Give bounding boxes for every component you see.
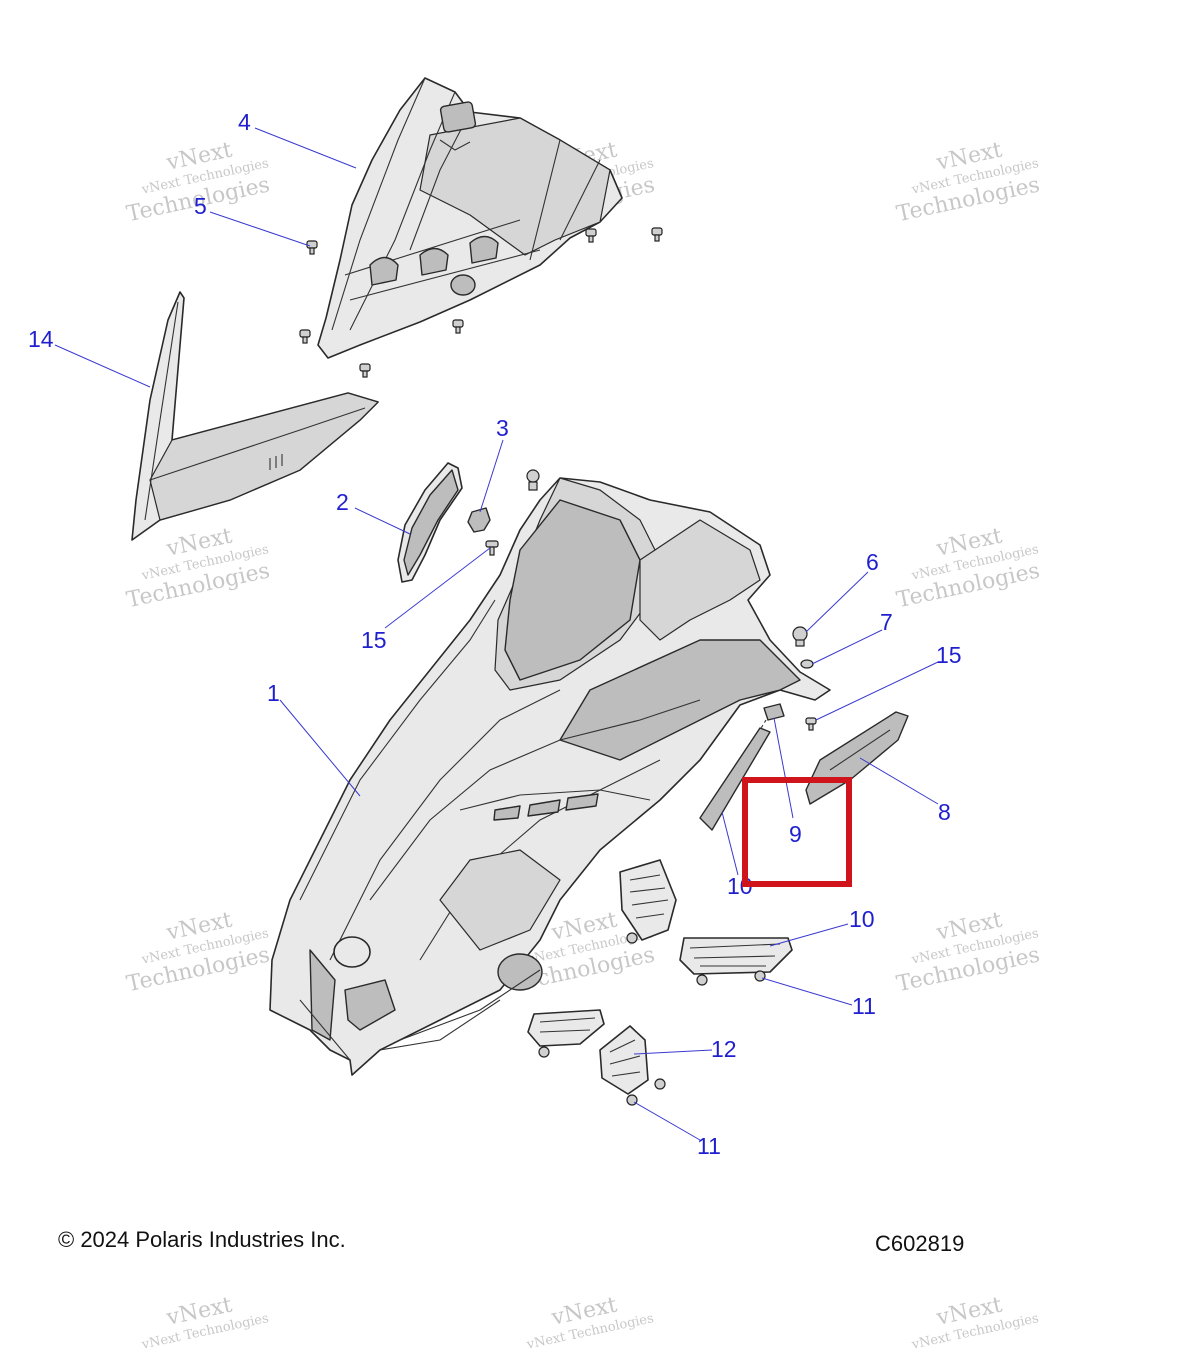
callout-7[interactable]: 7 [880,609,893,635]
copyright-text: © 2024 Polaris Industries Inc. [58,1227,346,1252]
callout-3[interactable]: 3 [496,415,509,441]
bracket-part-2[interactable] [397,462,463,583]
fastener-part-6[interactable] [792,626,808,647]
callout-2[interactable]: 2 [336,489,349,515]
callout-10[interactable]: 10 [849,906,875,932]
leader-lines [54,127,939,1141]
callout-12[interactable]: 12 [711,1036,737,1062]
callout-1[interactable]: 1 [267,680,280,706]
fastener-ring-top [526,469,540,491]
callout-14[interactable]: 14 [28,326,54,352]
insert-part-8[interactable] [805,711,909,805]
vent-screen-part-10-lower[interactable] [679,937,793,975]
figure-code: C602819 [875,1231,965,1256]
vent-screen-part-12-right[interactable] [599,1025,649,1095]
vent-screen-part-10-upper[interactable] [619,859,677,941]
callout-5[interactable]: 5 [194,193,207,219]
side-panel-part-14[interactable] [131,291,379,541]
nut-part-11-lower[interactable] [538,1046,666,1106]
hood-part-1[interactable] [269,477,831,1076]
vent-screen-part-12-left[interactable] [527,1009,605,1047]
strip-part-13[interactable] [699,727,771,831]
nut-part-11-upper[interactable] [626,932,766,986]
callout-11-lower[interactable]: 11 [697,1133,721,1159]
callouts: 4 5 14 3 2 15 1 6 7 15 8 9 10 10 11 12 1… [28,109,962,1159]
screw-part-15-upper[interactable] [485,540,499,556]
callout-15-upper[interactable]: 15 [361,627,387,653]
callout-8[interactable]: 8 [938,799,951,825]
screw-group-part-5[interactable] [299,227,663,378]
callout-9[interactable]: 9 [789,821,802,847]
decal-part-9[interactable] [729,703,785,781]
callout-11-upper[interactable]: 11 [852,993,876,1019]
callout-6[interactable]: 6 [866,549,879,575]
clip-part-3[interactable] [467,507,491,533]
callout-4[interactable]: 4 [238,109,251,135]
windshield-part-4[interactable] [317,77,623,359]
screw-part-15-right[interactable] [805,717,817,731]
callout-15-right[interactable]: 15 [936,642,962,668]
highlight-box [742,777,852,887]
washer-part-7[interactable] [800,659,814,669]
